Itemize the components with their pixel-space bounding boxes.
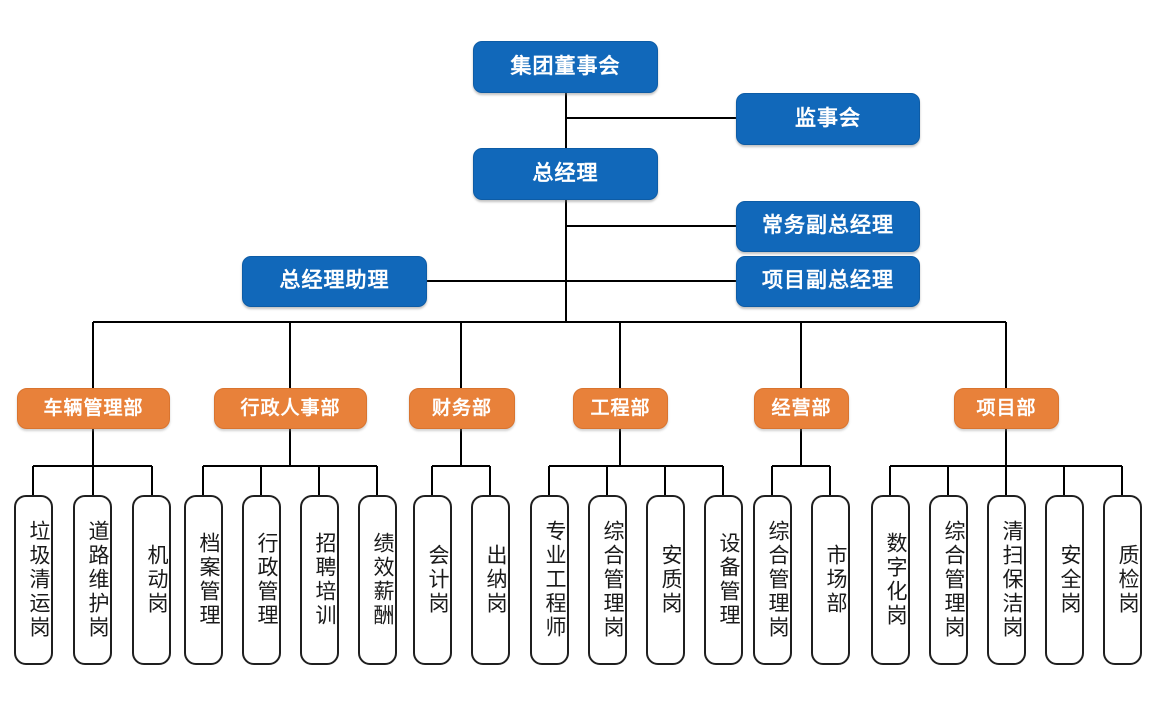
node-position-operations-general-management[interactable]: 综合管理岗 [753,495,792,665]
node-position-cashier[interactable]: 出纳岗 [471,495,510,665]
node-label: 常务副总经理 [762,214,894,238]
node-label: 项目部 [976,397,1037,419]
node-label: 清扫保洁岗 [1000,520,1024,640]
node-label: 市场部 [824,544,848,616]
node-project-deputy-gm[interactable]: 项目副总经理 [736,256,920,307]
node-label: 数字化岗 [884,532,908,628]
node-position-engineering-general-management[interactable]: 综合管理岗 [588,495,627,665]
node-position-road-maintenance[interactable]: 道路维护岗 [73,495,112,665]
node-position-records-management[interactable]: 档案管理 [184,495,223,665]
node-label: 垃圾清运岗 [27,520,51,640]
node-position-recruitment-training[interactable]: 招聘培训 [300,495,339,665]
node-position-admin-management[interactable]: 行政管理 [242,495,281,665]
node-label: 档案管理 [197,532,221,628]
node-general-manager[interactable]: 总经理 [473,148,658,200]
node-department-operations[interactable]: 经营部 [754,388,849,429]
node-label: 出纳岗 [484,544,508,616]
node-position-digitalization[interactable]: 数字化岗 [871,495,910,665]
node-label: 总经理助理 [279,269,390,293]
node-position-waste-transport[interactable]: 垃圾清运岗 [14,495,53,665]
node-position-cleaning-sanitation[interactable]: 清扫保洁岗 [987,495,1026,665]
node-label: 道路维护岗 [86,520,110,640]
node-label: 行政管理 [255,532,279,628]
node-label: 车辆管理部 [43,397,144,419]
node-label: 质检岗 [1116,544,1140,616]
node-position-equipment-management[interactable]: 设备管理 [704,495,743,665]
node-position-marketing[interactable]: 市场部 [811,495,850,665]
node-label: 安质岗 [659,544,683,616]
node-label: 安全岗 [1058,544,1082,616]
node-department-admin-hr[interactable]: 行政人事部 [214,388,367,429]
node-label: 行政人事部 [240,397,341,419]
node-label: 项目副总经理 [762,269,894,293]
node-position-safety-quality[interactable]: 安质岗 [646,495,685,665]
node-position-professional-engineer[interactable]: 专业工程师 [530,495,569,665]
node-label: 招聘培训 [313,532,337,628]
node-department-engineering[interactable]: 工程部 [573,388,668,429]
node-label: 会计岗 [426,544,450,616]
node-board-of-directors[interactable]: 集团董事会 [473,41,658,93]
node-label: 工程部 [590,397,651,419]
node-label: 专业工程师 [543,520,567,640]
node-label: 财务部 [431,397,492,419]
node-gm-assistant[interactable]: 总经理助理 [242,256,427,307]
node-department-finance[interactable]: 财务部 [409,388,515,429]
node-position-quality-inspection[interactable]: 质检岗 [1103,495,1142,665]
node-label: 设备管理 [717,532,741,628]
node-position-safety[interactable]: 安全岗 [1045,495,1084,665]
node-label: 综合管理岗 [766,520,790,640]
node-position-project-general-management[interactable]: 综合管理岗 [929,495,968,665]
node-label: 集团董事会 [510,54,621,78]
node-department-vehicle-management[interactable]: 车辆管理部 [17,388,170,429]
node-position-performance-compensation[interactable]: 绩效薪酬 [358,495,397,665]
node-label: 机动岗 [145,544,169,616]
node-label: 监事会 [795,106,861,130]
node-supervisory-board[interactable]: 监事会 [736,93,920,145]
node-executive-deputy-gm[interactable]: 常务副总经理 [736,201,920,252]
node-label: 绩效薪酬 [371,532,395,628]
node-label: 总经理 [532,161,599,185]
node-department-project[interactable]: 项目部 [954,388,1059,429]
node-position-accounting[interactable]: 会计岗 [413,495,452,665]
node-label: 经营部 [771,397,832,419]
node-position-mobile-duty[interactable]: 机动岗 [132,495,171,665]
node-label: 综合管理岗 [942,520,966,640]
node-label: 综合管理岗 [601,520,625,640]
